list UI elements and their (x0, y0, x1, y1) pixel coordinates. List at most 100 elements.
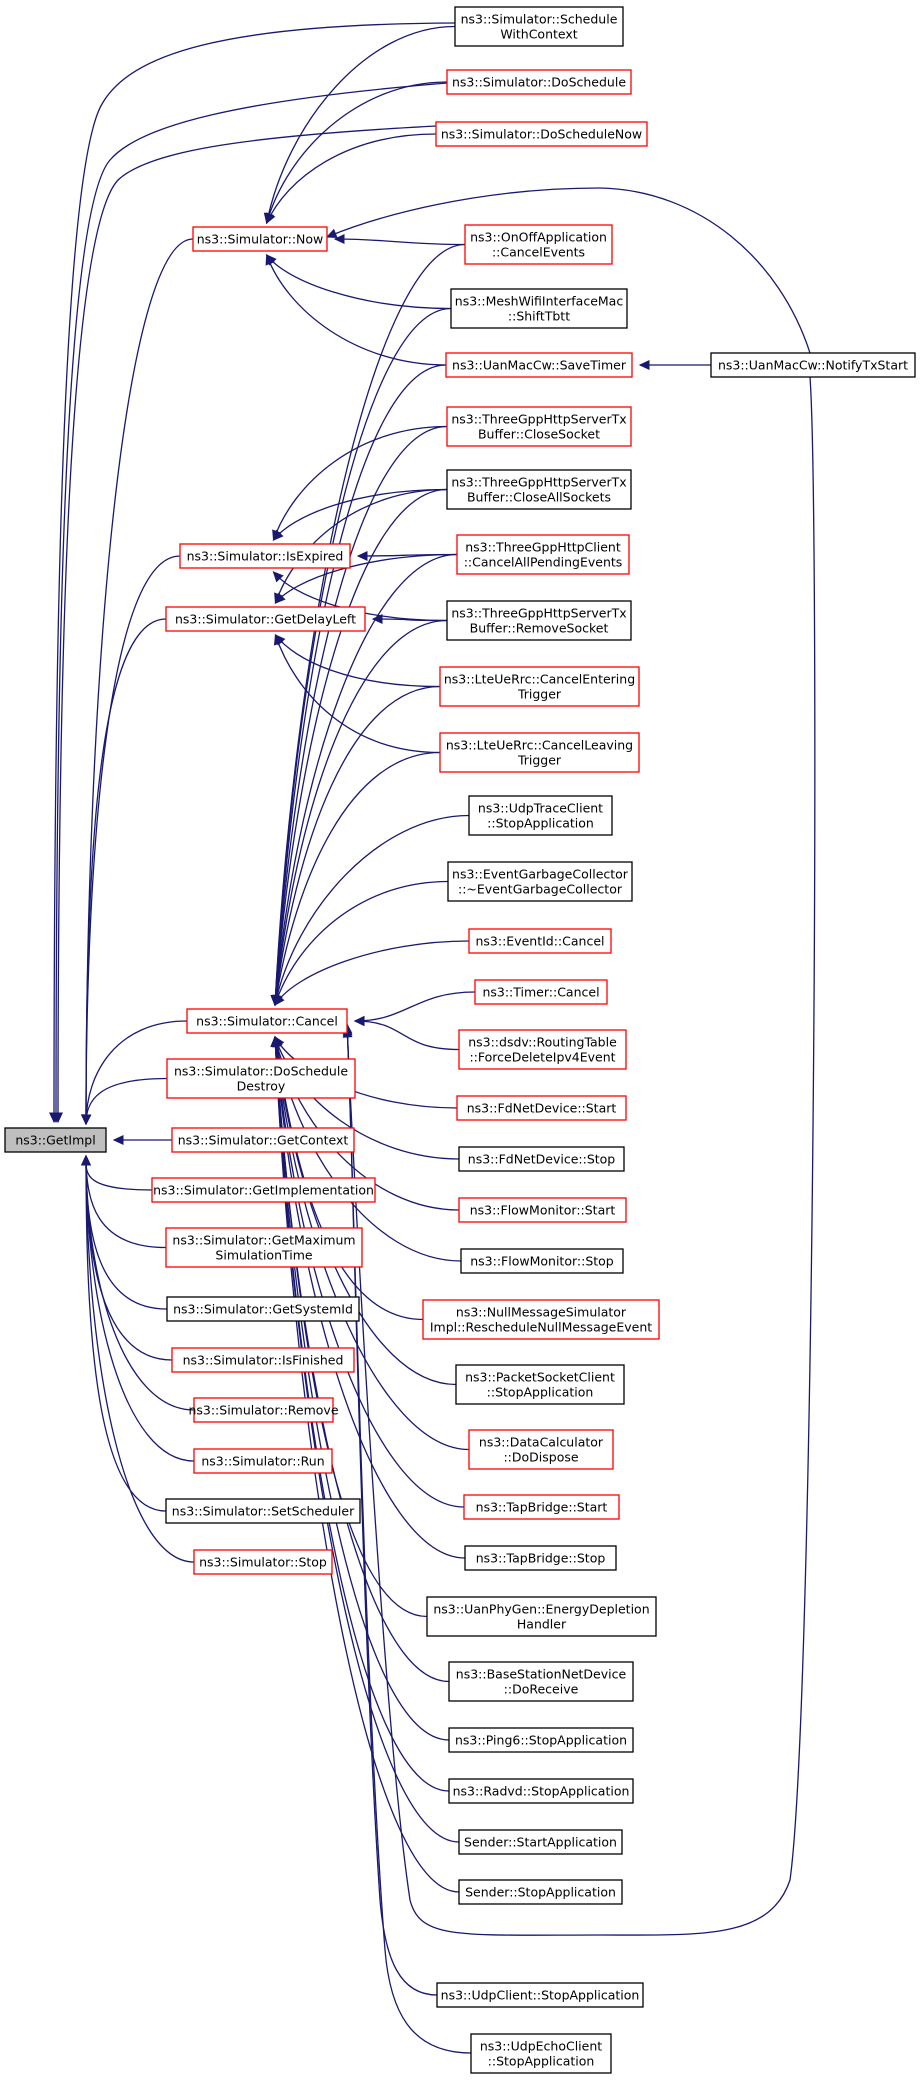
node-sim_getsystemid[interactable]: ns3::Simulator::GetSystemId (166, 1296, 360, 1322)
node-label: ::ForceDeleteIpv4Event (469, 1050, 615, 1065)
node-sim_now[interactable]: ns3::Simulator::Now (192, 226, 328, 252)
edge-line-58 (274, 1036, 450, 1683)
node-sim_getdelayleft[interactable]: ns3::Simulator::GetDelayLeft (165, 606, 366, 632)
call-edge-onoff_cancelevents-to-sim_now (333, 234, 466, 246)
node-box (456, 1095, 627, 1121)
call-edge-sender_start-to-sim_cancel (270, 1035, 460, 1843)
node-label: ns3::NullMessageSimulator (456, 1305, 627, 1320)
node-label: ns3::Simulator::IsFinished (183, 1353, 344, 1368)
node-getimpl[interactable]: ns3::GetImpl (4, 1127, 107, 1153)
edge-arrowhead-25 (272, 529, 284, 541)
node-label: ns3::dsdv::RoutingTable (468, 1035, 617, 1050)
node-label: ns3::Simulator::DoSchedule (174, 1064, 348, 1079)
node-sim_doschedulenow[interactable]: ns3::Simulator::DoScheduleNow (435, 121, 648, 147)
node-label: ns3::UdpClient::StopApplication (441, 1988, 640, 2003)
node-tapbridge_stop[interactable]: ns3::TapBridge::Stop (464, 1545, 617, 1571)
node-label: ns3::GetImpl (15, 1133, 95, 1148)
node-fdnet_start[interactable]: ns3::FdNetDevice::Start (456, 1095, 627, 1121)
node-tgpp_server_removesocket[interactable]: ns3::ThreeGppHttpServerTxBuffer::RemoveS… (446, 600, 632, 641)
call-edge-sim_isexpired-to-getimpl (81, 555, 181, 1126)
edge-arrowhead-22 (265, 253, 275, 266)
edge-line-2 (85, 618, 167, 1125)
node-flowmon_start[interactable]: ns3::FlowMonitor::Start (458, 1197, 627, 1223)
node-box (474, 979, 608, 1005)
edge-line-4 (85, 1077, 168, 1125)
node-sim_getimplementation[interactable]: ns3::Simulator::GetImplementation (151, 1177, 376, 1203)
node-box (435, 121, 648, 147)
node-datacalc_dispose[interactable]: ns3::DataCalculator::DoDispose (468, 1429, 614, 1470)
call-edge-uanmaccw_savetimer-to-sim_now (265, 253, 447, 366)
node-nullmsg_reschedule[interactable]: ns3::NullMessageSimulatorImpl::Reschedul… (422, 1299, 660, 1340)
node-box (446, 600, 632, 641)
node-basestation_receive[interactable]: ns3::BaseStationNetDevice::DoReceive (448, 1661, 634, 1702)
node-label: ns3::PacketSocketClient (465, 1370, 615, 1385)
node-radvd_stop[interactable]: ns3::Radvd::StopApplication (448, 1778, 634, 1804)
node-eventgc_dtor[interactable]: ns3::EventGarbageCollector::~EventGarbag… (447, 861, 633, 902)
node-udpclient_stop[interactable]: ns3::UdpClient::StopApplication (436, 1982, 644, 2008)
edge-line-43 (274, 814, 470, 1006)
node-label: Destroy (237, 1079, 286, 1094)
node-label: ns3::ThreeGppHttpServerTx (451, 606, 626, 621)
node-label: ns3::Simulator::GetDelayLeft (175, 612, 356, 627)
edge-arrowhead-23 (325, 228, 338, 239)
node-label: Handler (517, 1617, 567, 1632)
node-sim_isexpired[interactable]: ns3::Simulator::IsExpired (179, 543, 351, 569)
call-edge-eventid_cancel-to-sim_cancel (274, 940, 470, 1006)
node-udpecho_stop[interactable]: ns3::UdpEchoClient::StopApplication (470, 2033, 612, 2074)
node-box (166, 1296, 360, 1322)
node-uanmaccw_notifytxstart[interactable]: ns3::UanMacCw::NotifyTxStart (710, 352, 916, 378)
node-tgpp_server_closeallsockets[interactable]: ns3::ThreeGppHttpServerTxBuffer::CloseAl… (446, 469, 632, 510)
node-sim_doschedule[interactable]: ns3::Simulator::DoSchedule (446, 69, 632, 95)
node-eventid_cancel[interactable]: ns3::EventId::Cancel (468, 928, 612, 954)
node-sim_remove[interactable]: ns3::Simulator::Remove (188, 1397, 339, 1423)
node-box (179, 543, 351, 569)
node-tgpp_server_closesocket[interactable]: ns3::ThreeGppHttpServerTxBuffer::CloseSo… (446, 406, 632, 447)
node-label: ::DoReceive (504, 1682, 579, 1697)
node-uanmaccw_savetimer[interactable]: ns3::UanMacCw::SaveTimer (445, 352, 633, 378)
node-packetsocket_stop[interactable]: ns3::PacketSocketClient::StopApplication (455, 1364, 625, 1405)
node-tapbridge_start[interactable]: ns3::TapBridge::Start (463, 1494, 620, 1520)
edge-line-38 (274, 488, 448, 1006)
node-label: ns3::Simulator::DoScheduleNow (441, 127, 642, 142)
node-sim_getcontext[interactable]: ns3::Simulator::GetContext (171, 1127, 355, 1153)
edge-line-10 (85, 1155, 195, 1411)
node-label: ::ShiftTbtt (508, 309, 570, 324)
node-ping6_stop[interactable]: ns3::Ping6::StopApplication (448, 1727, 634, 1753)
node-label: ::DoDispose (503, 1450, 578, 1465)
node-flowmon_stop[interactable]: ns3::FlowMonitor::Stop (460, 1248, 624, 1274)
node-udptrace_stop[interactable]: ns3::UdpTraceClient::StopApplication (468, 795, 613, 836)
edge-line-20 (334, 238, 466, 246)
node-sim_cancel[interactable]: ns3::Simulator::Cancel (186, 1008, 348, 1034)
node-meshwifi_shifttbtt[interactable]: ns3::MeshWifiInterfaceMac::ShiftTbtt (450, 288, 628, 329)
node-sim_run[interactable]: ns3::Simulator::Run (193, 1448, 333, 1474)
call-edge-tgpp_server_closeallsockets-to-sim_isexpired (272, 488, 448, 541)
call-edge-timer_cancel-to-sim_cancel (353, 991, 476, 1026)
node-sim_stop[interactable]: ns3::Simulator::Stop (193, 1549, 333, 1575)
node-sim_isfinished[interactable]: ns3::Simulator::IsFinished (171, 1347, 355, 1373)
node-sender_stop[interactable]: Sender::StopApplication (458, 1879, 623, 1905)
node-label: ns3::Simulator::Now (197, 232, 324, 247)
edge-line-42 (274, 751, 441, 1006)
node-box (426, 1596, 657, 1637)
node-onoff_cancelevents[interactable]: ns3::OnOffApplication::CancelEvents (464, 224, 613, 265)
node-sender_start[interactable]: Sender::StartApplication (458, 1829, 623, 1855)
node-timer_cancel[interactable]: ns3::Timer::Cancel (474, 979, 608, 1005)
node-fdnet_stop[interactable]: ns3::FdNetDevice::Stop (458, 1146, 625, 1172)
call-edge-sim_schedulewithcontext-to-getimpl (49, 22, 456, 1124)
edge-line-17 (266, 25, 456, 224)
edge-arrowhead-20 (333, 234, 345, 245)
edge-arrowhead-62 (270, 1035, 281, 1047)
edge-line-36 (274, 364, 447, 1006)
node-sim_setscheduler[interactable]: ns3::Simulator::SetScheduler (165, 1498, 361, 1524)
node-label: ns3::Ping6::StopApplication (455, 1733, 627, 1748)
edge-line-44 (274, 880, 449, 1006)
node-label: ns3::Simulator::DoSchedule (452, 75, 626, 90)
node-tgpp_client_cancelall[interactable]: ns3::ThreeGppHttpClient::CancelAllPendin… (456, 534, 630, 575)
node-dsdv_forcedelete[interactable]: ns3::dsdv::RoutingTable::ForceDeleteIpv4… (458, 1029, 627, 1070)
